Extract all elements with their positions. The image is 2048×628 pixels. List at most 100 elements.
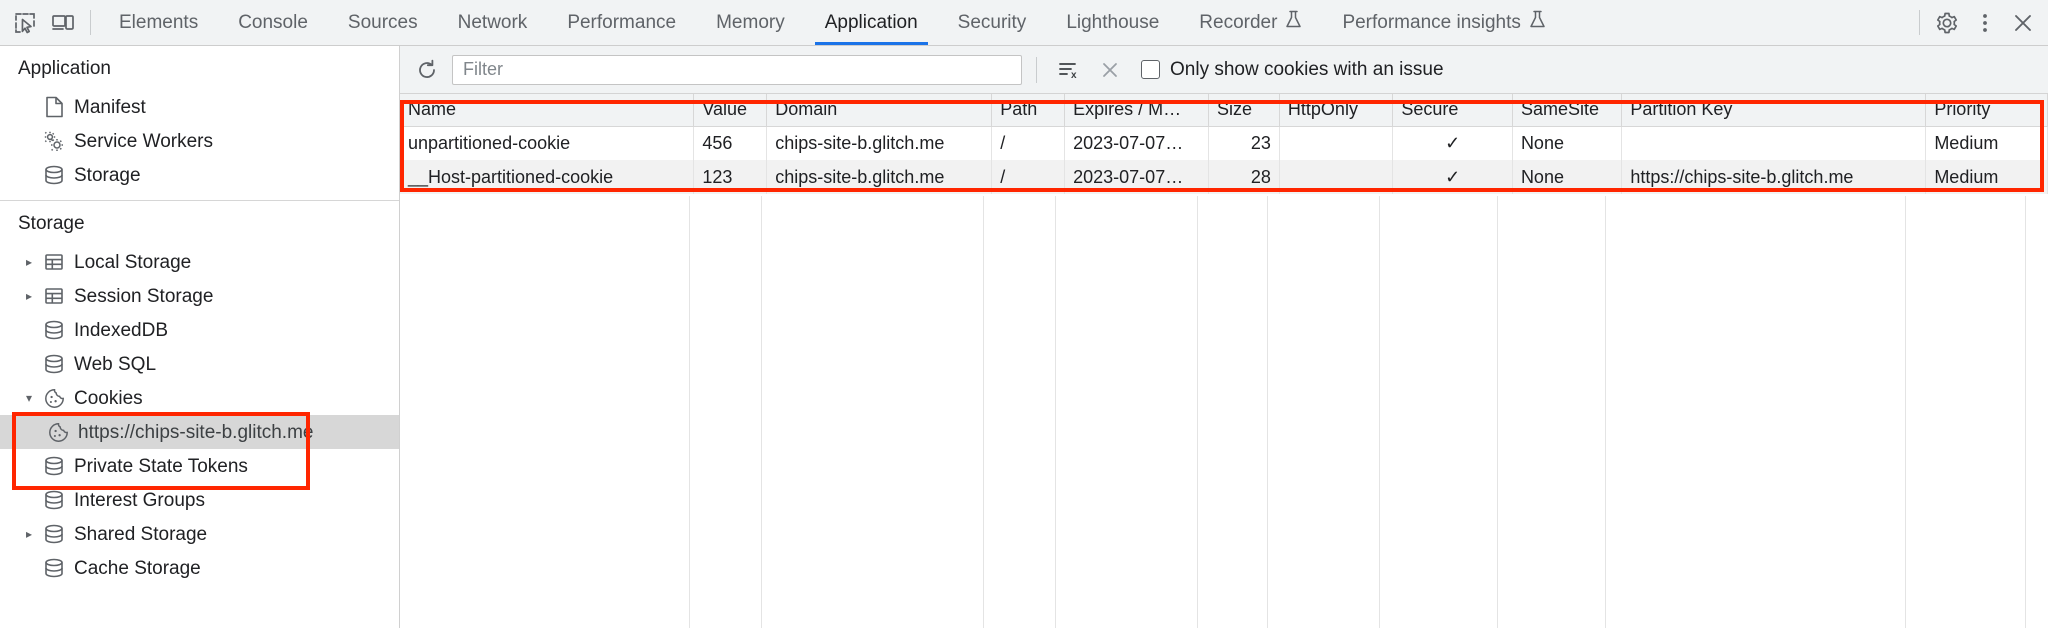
cell-secure[interactable]: ✓ xyxy=(1392,126,1513,160)
clear-all-cookies-icon[interactable]: x xyxy=(1051,53,1085,87)
cell-path[interactable]: / xyxy=(991,126,1066,160)
database-icon xyxy=(40,319,68,341)
tab-performance[interactable]: Performance xyxy=(547,0,696,45)
cell-expires[interactable]: 2023-07-07… xyxy=(1064,160,1209,194)
tab-lighthouse[interactable]: Lighthouse xyxy=(1046,0,1179,45)
cookie-table-header: Name Value Domain Path Expires / M… Size… xyxy=(400,94,2048,127)
cell-priority[interactable]: Medium xyxy=(1925,160,2048,194)
column-header-name[interactable]: Name xyxy=(400,94,695,127)
sidebar-divider xyxy=(0,200,399,201)
tab-label: Security xyxy=(957,11,1027,33)
experiment-flask-icon xyxy=(1285,10,1302,35)
sidebar-item-service-workers[interactable]: Service Workers xyxy=(0,124,399,158)
database-icon xyxy=(40,164,68,186)
cell-domain[interactable]: chips-site-b.glitch.me xyxy=(766,126,993,160)
only-show-issues-checkbox[interactable]: Only show cookies with an issue xyxy=(1141,59,1444,81)
column-header-priority[interactable]: Priority xyxy=(1925,94,2048,127)
cell-httponly[interactable] xyxy=(1279,160,1394,194)
sidebar-item-session-storage[interactable]: ▸ Session Storage xyxy=(0,279,399,313)
tab-console[interactable]: Console xyxy=(218,0,328,45)
column-header-httponly[interactable]: HttpOnly xyxy=(1279,94,1394,127)
sidebar-item-label: Session Storage xyxy=(74,285,214,307)
cell-samesite[interactable]: None xyxy=(1512,126,1623,160)
tab-label: Lighthouse xyxy=(1066,11,1160,33)
sidebar-item-shared-storage[interactable]: ▸ Shared Storage xyxy=(0,517,399,551)
cell-domain[interactable]: chips-site-b.glitch.me xyxy=(766,160,993,194)
chevron-down-icon[interactable]: ▾ xyxy=(25,391,33,405)
checkbox-box[interactable] xyxy=(1141,60,1160,79)
chevron-right-icon[interactable]: ▸ xyxy=(25,289,33,303)
sidebar-item-private-state-tokens[interactable]: Private State Tokens xyxy=(0,449,399,483)
tab-label: Memory xyxy=(716,11,785,33)
sidebar-item-storage[interactable]: Storage xyxy=(0,158,399,192)
sidebar-item-label: Local Storage xyxy=(74,251,192,273)
sidebar-item-web-sql[interactable]: Web SQL xyxy=(0,347,399,381)
column-header-expires[interactable]: Expires / M… xyxy=(1064,94,1209,127)
application-sidebar: Application Manifest xyxy=(0,46,400,628)
svg-text:x: x xyxy=(1071,70,1077,81)
tab-application[interactable]: Application xyxy=(805,0,938,45)
cell-value[interactable]: 123 xyxy=(693,160,768,194)
table-header-row: Name Value Domain Path Expires / M… Size… xyxy=(400,94,2048,127)
sidebar-item-label: Cookies xyxy=(74,387,143,409)
tab-memory[interactable]: Memory xyxy=(696,0,805,45)
close-icon[interactable] xyxy=(2004,0,2042,45)
tab-elements[interactable]: Elements xyxy=(99,0,218,45)
sidebar-item-cookie-origin[interactable]: https://chips-site-b.glitch.me xyxy=(0,415,399,449)
cell-httponly[interactable] xyxy=(1279,126,1394,160)
chevron-right-icon[interactable]: ▸ xyxy=(25,527,33,541)
cookies-panel: x Only show cookies with an issue xyxy=(400,46,2048,628)
sidebar-item-indexeddb[interactable]: IndexedDB xyxy=(0,313,399,347)
cell-path[interactable]: / xyxy=(991,160,1066,194)
sidebar-item-local-storage[interactable]: ▸ Local Storage xyxy=(0,245,399,279)
cell-secure[interactable]: ✓ xyxy=(1392,160,1513,194)
devtools-body: Application Manifest xyxy=(0,46,2048,628)
cell-name[interactable]: __Host-partitioned-cookie xyxy=(400,160,695,194)
cell-priority[interactable]: Medium xyxy=(1925,126,2048,160)
cell-value[interactable]: 456 xyxy=(693,126,768,160)
refresh-icon[interactable] xyxy=(410,53,444,87)
column-header-size[interactable]: Size xyxy=(1208,94,1280,127)
cell-samesite[interactable]: None xyxy=(1512,160,1623,194)
cell-expires[interactable]: 2023-07-07… xyxy=(1064,126,1209,160)
table-grid-filler xyxy=(400,196,2048,628)
table-row[interactable]: __Host-partitioned-cookie 123 chips-site… xyxy=(400,160,2048,194)
device-toolbar-icon[interactable] xyxy=(44,0,82,45)
cookie-icon xyxy=(40,388,68,409)
sidebar-item-manifest[interactable]: Manifest xyxy=(0,90,399,124)
chevron-right-icon[interactable]: ▸ xyxy=(25,255,33,269)
sidebar-item-cookies[interactable]: ▾ Cookies xyxy=(0,381,399,415)
column-header-samesite[interactable]: SameSite xyxy=(1512,94,1623,127)
tab-recorder[interactable]: Recorder xyxy=(1179,0,1322,45)
filter-bar-divider xyxy=(1036,56,1037,83)
sidebar-section-title-storage: Storage xyxy=(18,213,85,234)
cell-size[interactable]: 23 xyxy=(1208,126,1280,160)
cell-size[interactable]: 28 xyxy=(1208,160,1280,194)
tab-security[interactable]: Security xyxy=(938,0,1047,45)
manifest-document-icon xyxy=(40,96,68,118)
column-header-domain[interactable]: Domain xyxy=(766,94,993,127)
tab-sources[interactable]: Sources xyxy=(328,0,438,45)
sidebar-item-label: Private State Tokens xyxy=(74,455,248,477)
cookie-icon xyxy=(44,422,72,443)
table-icon xyxy=(40,252,68,272)
clear-filter-icon[interactable] xyxy=(1093,53,1127,87)
gear-icon[interactable] xyxy=(1928,0,1966,45)
column-header-partition-key[interactable]: Partition Key xyxy=(1621,94,1927,127)
column-header-path[interactable]: Path xyxy=(991,94,1066,127)
tab-performance-insights[interactable]: Performance insights xyxy=(1322,0,1565,45)
sidebar-item-interest-groups[interactable]: Interest Groups xyxy=(0,483,399,517)
column-header-value[interactable]: Value xyxy=(693,94,768,127)
sidebar-item-cache-storage[interactable]: Cache Storage xyxy=(0,551,399,585)
cell-name[interactable]: unpartitioned-cookie xyxy=(400,126,695,160)
column-header-secure[interactable]: Secure xyxy=(1392,94,1513,127)
tab-network[interactable]: Network xyxy=(438,0,548,45)
table-row[interactable]: unpartitioned-cookie 456 chips-site-b.gl… xyxy=(400,126,2048,160)
cell-partition-key[interactable]: https://chips-site-b.glitch.me xyxy=(1621,160,1927,194)
inspect-element-icon[interactable] xyxy=(6,0,44,45)
sidebar-item-label: https://chips-site-b.glitch.me xyxy=(78,421,314,443)
three-dot-menu-icon[interactable] xyxy=(1966,0,2004,45)
toolbar-right-actions xyxy=(1911,0,2042,45)
filter-input[interactable] xyxy=(452,54,1022,85)
cell-partition-key[interactable] xyxy=(1621,126,1927,160)
